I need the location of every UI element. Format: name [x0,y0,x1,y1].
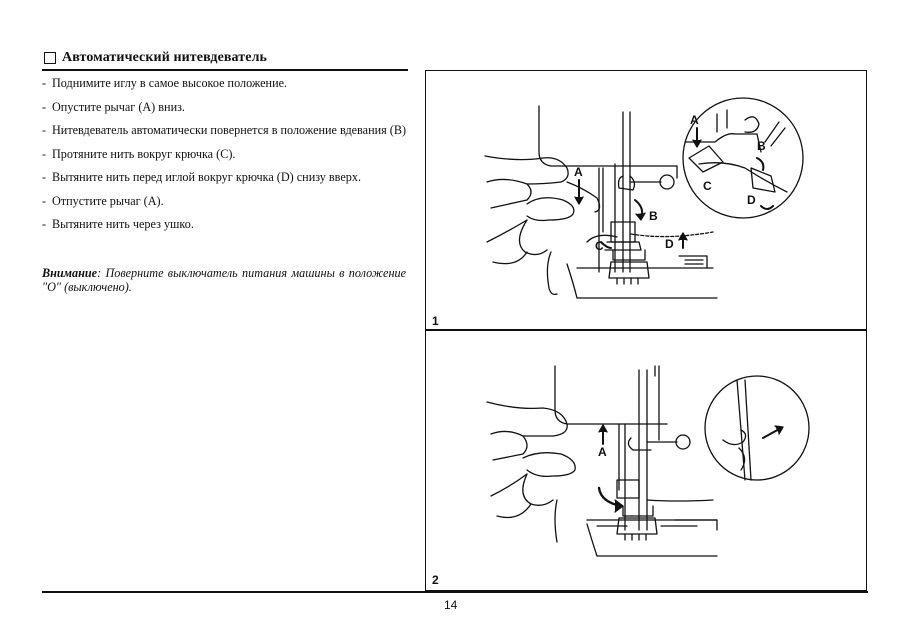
warning-note: Внимание: Поверните выключатель питания … [42,266,406,294]
warning-text: : Поверните выключатель питания машины в… [42,266,406,294]
fig1-label-c: C [595,239,604,253]
section-title-text: Автоматический нитевдеватель [62,50,268,65]
instruction-text: Вытяните нить перед иглой вокруг крючка … [52,170,361,184]
instruction-item: -Отпустите рычаг (А). [42,194,406,208]
fig1-inset-label-a: A [690,113,699,127]
figure-1-number: 1 [432,314,439,328]
instruction-text: Нитевдеватель автоматически повернется в… [52,123,407,137]
threader-illustrations: A B C D A B C D [484,97,810,557]
section-title: Автоматический нитевдеватель [44,50,267,66]
instruction-text: Протяните нить вокруг крючка (С). [52,146,236,161]
instruction-text: Поднимите иглу в самое высокое положение… [52,76,288,90]
fig2-label-a: A [598,445,607,459]
instruction-text: Отпустите рычаг (А). [52,193,164,208]
title-rule [42,69,408,71]
instruction-text: Вытяните нить через ушко. [52,217,194,231]
instruction-item: -Опустите рычаг (А) вниз. [42,100,406,114]
fig1-inset-label-d: D [747,193,756,207]
figure-2-number: 2 [432,573,439,587]
instruction-text: Опустите рычаг (А) вниз. [52,99,185,114]
figure-frame [425,70,867,591]
checkbox-icon [44,52,56,64]
page-number: 14 [444,598,458,612]
fig1-inset-label-b: B [757,139,766,153]
fig1-inset-label-c: C [703,179,712,193]
fig1-label-b: B [649,209,658,223]
fig1-label-d: D [665,237,674,251]
figure-1-illustration: A B C D A B C D [484,97,804,299]
warning-label: Внимание [42,266,98,280]
instruction-item: -Поднимите иглу в самое высокое положени… [42,76,406,90]
figure-divider [425,329,867,331]
instruction-item: -Протяните нить вокруг крючка (С). [42,147,406,161]
instruction-item: -Вытяните нить через ушко. [42,217,406,231]
instruction-item: -Вытяните нить перед иглой вокруг крючка… [42,170,406,184]
instruction-item: -Нитевдеватель автоматически повернется … [42,123,407,137]
footer-rule [42,591,868,593]
instruction-list: -Поднимите иглу в самое высокое положени… [42,76,406,241]
figure-2-illustration: A [486,365,810,557]
fig1-label-a: A [574,165,583,179]
